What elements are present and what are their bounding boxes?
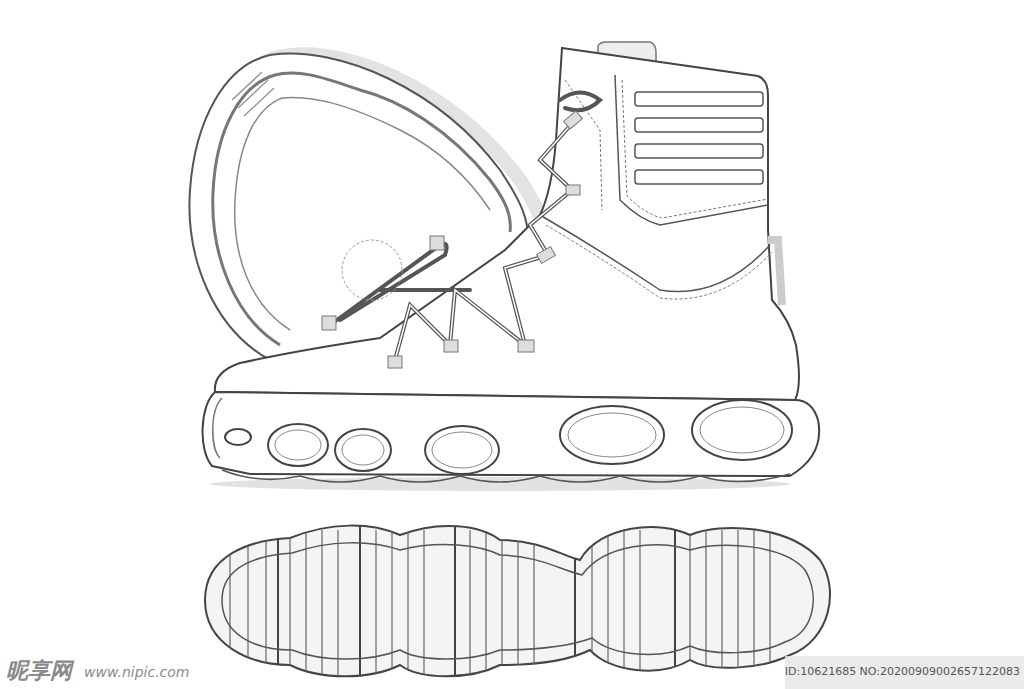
image-id: ID:10621685 NO:20200909002657122083 xyxy=(785,665,1020,678)
watermark-logo: 昵享网 xyxy=(6,656,72,686)
watermark-url: www.nipic.com xyxy=(84,664,190,680)
